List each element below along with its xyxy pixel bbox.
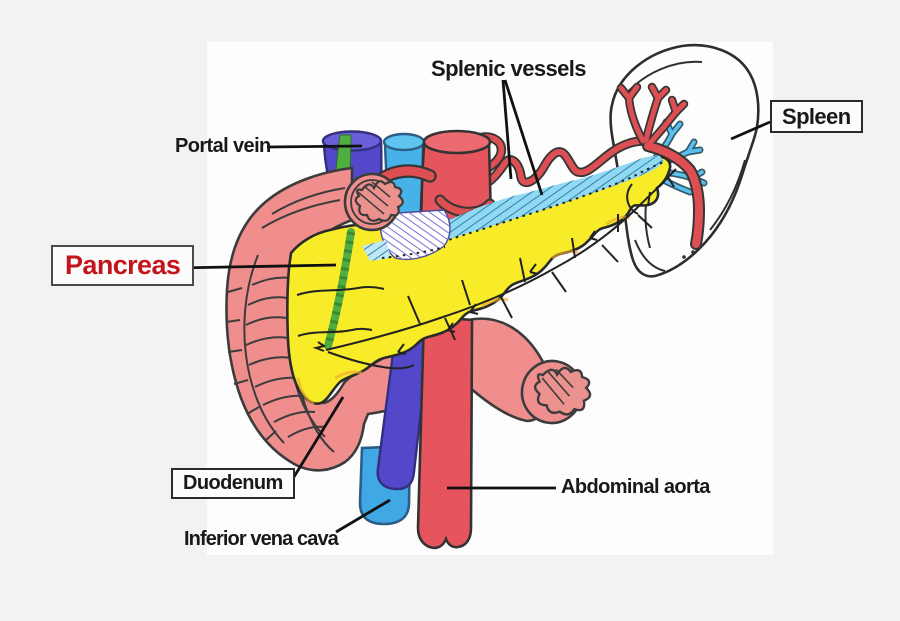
label-pancreas-text: Pancreas (65, 250, 181, 280)
leader-splenic-vessels-1 (501, 79, 513, 180)
label-portal-vein: Portal vein (175, 135, 271, 157)
duodenum-cut-end (343, 172, 404, 232)
splenic-vein-band (432, 155, 665, 245)
leader-duodenum (287, 396, 345, 486)
label-duodenum: Duodenum (171, 468, 295, 499)
abdominal-aorta-tube (416, 314, 474, 550)
pancreas-shape (286, 155, 677, 406)
leader-portal-vein (266, 144, 363, 149)
pancreatic-duct (325, 168, 677, 370)
leader-inferior-vena-cava (335, 498, 391, 534)
leader-spleen (730, 120, 771, 141)
label-spleen: Spleen (770, 100, 863, 134)
portal-vein-lower-tube (376, 336, 431, 491)
label-pancreas: Pancreas (51, 245, 195, 287)
leader-splenic-vessels-2 (503, 79, 544, 196)
leader-lines (176, 79, 771, 534)
label-abdominal-aorta: Abdominal aorta (561, 476, 710, 498)
label-inferior-vena-cava: Inferior vena cava (184, 528, 339, 550)
splenic-artery (458, 82, 706, 250)
label-spleen-text: Spleen (782, 104, 851, 129)
leader-pancreas (176, 263, 337, 270)
portal-confluence-patch (362, 209, 451, 261)
label-splenic-vessels: Splenic vessels (431, 56, 586, 81)
label-duodenum-text: Duodenum (183, 472, 283, 494)
